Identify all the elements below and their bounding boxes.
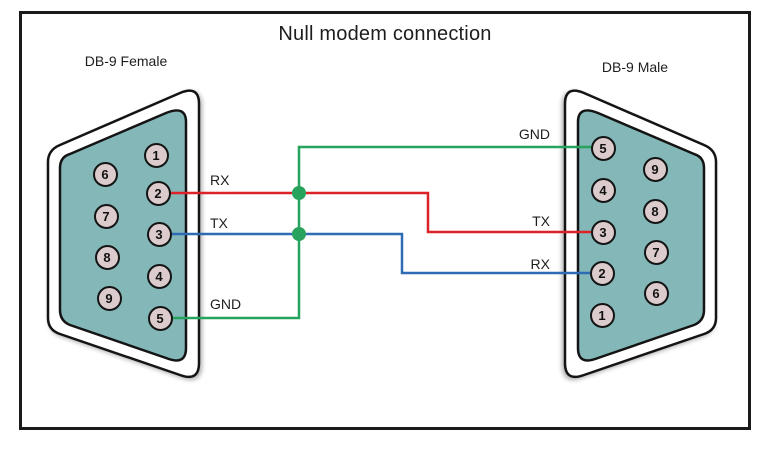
female-pin-2: 2 — [145, 180, 171, 206]
male-pin-1: 1 — [589, 302, 615, 328]
db9-male-connector-shell-group — [563, 89, 718, 379]
female-pin-8: 8 — [94, 244, 120, 270]
junction-dot-lower — [292, 227, 306, 241]
female-connector-face — [58, 109, 188, 362]
male-pin-7: 7 — [643, 239, 669, 265]
label-male-rx: RX — [530, 256, 550, 272]
label-male-tx: TX — [532, 213, 550, 229]
female-pin-9: 9 — [96, 285, 122, 311]
male-pin-8: 8 — [642, 198, 668, 224]
db9-male-connector — [563, 89, 718, 379]
connector-label-male: DB-9 Male — [601, 59, 669, 75]
male-pin-4: 4 — [590, 177, 616, 203]
female-pin-6: 6 — [92, 161, 118, 187]
connector-label-female: DB-9 Female — [84, 53, 168, 69]
label-female-tx: TX — [210, 215, 228, 231]
label-female-rx: RX — [210, 172, 230, 188]
male-pin-2: 2 — [589, 260, 615, 286]
diagram-frame — [19, 11, 751, 430]
female-pin-5: 5 — [147, 305, 173, 331]
female-pin-4: 4 — [146, 263, 172, 289]
label-male-gnd: GND — [518, 126, 550, 142]
male-pin-5: 5 — [590, 135, 616, 161]
male-connector-face — [576, 109, 706, 362]
label-female-gnd: GND — [210, 296, 242, 312]
diagram-title: Null modem connection — [278, 23, 492, 45]
female-pin-7: 7 — [93, 203, 119, 229]
junction-dot-upper — [292, 186, 306, 200]
wire-blue-tx-to-rx — [171, 232, 590, 275]
female-pin-1: 1 — [143, 142, 169, 168]
male-pin-9: 9 — [642, 156, 668, 182]
female-pin-3: 3 — [146, 221, 172, 247]
male-pin-3: 3 — [590, 219, 616, 245]
male-pin-6: 6 — [643, 280, 669, 306]
